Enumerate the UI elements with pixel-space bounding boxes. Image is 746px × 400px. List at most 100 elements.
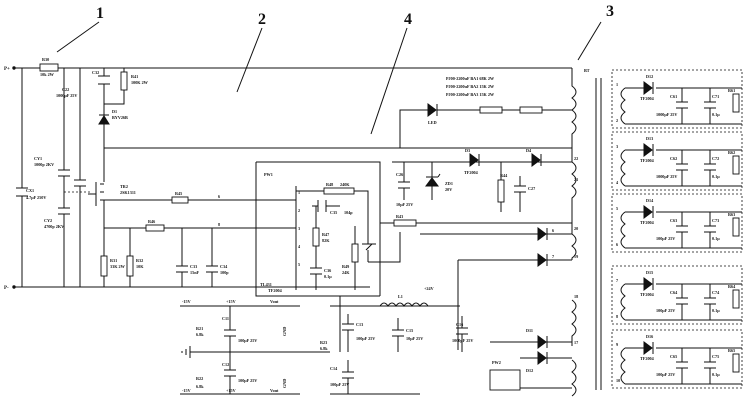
sense-resistor — [100, 255, 108, 277]
output-channel-terminal-2: 2 — [616, 118, 618, 123]
bottom-cap-c — [342, 314, 354, 352]
output-channel-resistor — [732, 353, 740, 373]
feedback-resistor-label: R48 — [326, 182, 333, 187]
aux-diode-2 — [531, 153, 541, 167]
output-channel-cap-1-label: C64 — [670, 290, 678, 295]
output-channel-cap-1-value: 100μF 25V — [656, 236, 675, 241]
ref-pin-2: 2 — [298, 208, 300, 213]
out-winding-3 — [620, 211, 626, 249]
feedback-cap — [312, 200, 340, 212]
label-neg15-b: -15V — [182, 388, 191, 393]
snubber-cap-label: C32 — [92, 70, 99, 75]
sec-pin-19: 19 — [574, 254, 578, 259]
bottom-cap-d — [342, 360, 354, 394]
output-channel-terminal-2: 8 — [616, 314, 618, 319]
output-channel-terminal-2: 10 — [616, 378, 620, 383]
output-channel-terminal-1: 7 — [616, 278, 618, 283]
gate-resistor-1 — [171, 196, 189, 204]
feedback-cap-value: 104p — [344, 210, 353, 215]
out-winding-1 — [620, 87, 626, 125]
output-inductor-label: L1 — [398, 294, 403, 299]
voltage-resistor — [312, 227, 320, 247]
plus24-label: +24V — [424, 286, 434, 291]
output-channel-frame — [611, 69, 743, 129]
aux-divider-cap-label: C27 — [528, 186, 535, 191]
bridge-diode-2-bar — [520, 352, 572, 364]
note-line-2: PJ00-2200uF BA2 15K 2W — [446, 84, 495, 89]
transformer-core — [595, 78, 602, 390]
shunt-reference — [362, 226, 401, 263]
output-channel-frame — [611, 131, 743, 191]
transformer-label: BT — [584, 68, 590, 73]
output-channel-diode-label: D16 — [646, 334, 653, 339]
zener-label: ZD1 — [445, 181, 453, 186]
bottom-cap-b-value: 100μF 25V — [238, 378, 257, 383]
gate-resistor-1-label: R45 — [175, 191, 182, 196]
output-channel-resistor — [732, 155, 740, 175]
led-net — [399, 109, 428, 148]
feedback-net — [296, 190, 369, 226]
bottom-pwr-block — [489, 369, 521, 391]
primary-winding-aux — [571, 223, 577, 260]
bottom-cap-a-label: C11 — [222, 316, 229, 321]
bottom-pwr-label: PW2 — [492, 360, 501, 365]
led-label: LED — [428, 120, 437, 125]
snubber-resistor — [120, 71, 128, 91]
output-channel-cap-2-label: C72 — [712, 156, 719, 161]
output-channel-cap-2 — [704, 212, 716, 248]
snubber-diode-value: BYV26B — [112, 115, 128, 120]
led-note-network: PJ00-2200uF BA1 68K 2W PJ00-2200uF BA2 1… — [399, 76, 572, 148]
callout-2-leader — [236, 27, 263, 93]
output-channel-cap-1-label: C63 — [670, 218, 677, 223]
output-channel-rails — [625, 87, 742, 125]
output-channel-cap-2-value: 0.1μ — [712, 174, 720, 179]
led-bar — [436, 104, 480, 116]
aux-opto-type: TF2004 — [464, 170, 479, 175]
sec-pin-17: 17 — [574, 340, 578, 345]
bottom-cap-c-value: 100μF 25V — [356, 336, 375, 341]
snubber-res-leads — [104, 68, 125, 105]
bottom-res-c: R23 — [320, 340, 327, 345]
output-channel-terminal-1: 5 — [616, 206, 618, 211]
aux-diode-2-label: D4 — [526, 148, 532, 153]
output-channel-resistor — [732, 289, 740, 309]
gnd-label: GND — [282, 327, 287, 336]
output-channel-cap-2-label: C75 — [712, 354, 719, 359]
feedback-resistor — [323, 187, 355, 195]
feedback-resistor-value: 240K — [340, 182, 350, 187]
bottom-res-a-value: 6.8k — [196, 332, 204, 337]
sec-pin-20: 20 — [574, 226, 578, 231]
bottom-cap-c-label: C13 — [356, 322, 363, 327]
bottom-secondary: -15V +15V Vout -15V +15V Vout GND GND C1… — [180, 286, 572, 395]
control-frame — [255, 161, 381, 297]
timing-cap-2-label: C34 — [220, 264, 228, 269]
bridge-diode-1 — [537, 335, 547, 349]
output-channel-cap-2-label: C73 — [712, 218, 719, 223]
label-pos15-b: +15V — [226, 388, 236, 393]
output-channel-cap-2-value: 0.1μ — [712, 372, 720, 377]
vcc-cap-value: 10μF 25V — [396, 202, 413, 207]
label-vout-a: Vout — [270, 299, 279, 304]
output-channel-diode-label: D13 — [646, 136, 653, 141]
timing-cap-1-value: 15nF — [190, 270, 200, 275]
aux-divider-label: R44 — [500, 173, 508, 178]
callout-1-leader — [56, 21, 100, 53]
divider-resistor — [351, 243, 359, 263]
sec-pin-22: 22 — [574, 156, 578, 161]
callout-4: 4 — [404, 11, 412, 28]
aux-feed-resistor — [393, 219, 417, 227]
bulk-cap-plates — [74, 179, 86, 187]
output-channel-diode-type: TF2004 — [640, 96, 655, 101]
output-channel-cap-1-label: C61 — [670, 94, 677, 99]
bottom-cap-e — [392, 318, 404, 352]
secondary-winding-bottom — [571, 359, 577, 397]
feedback-cap-label: C35 — [330, 210, 337, 215]
callout-3: 3 — [606, 3, 614, 20]
ref-pin-7: 7 — [552, 254, 554, 259]
y-cap-2-label: CY2 — [44, 218, 52, 223]
